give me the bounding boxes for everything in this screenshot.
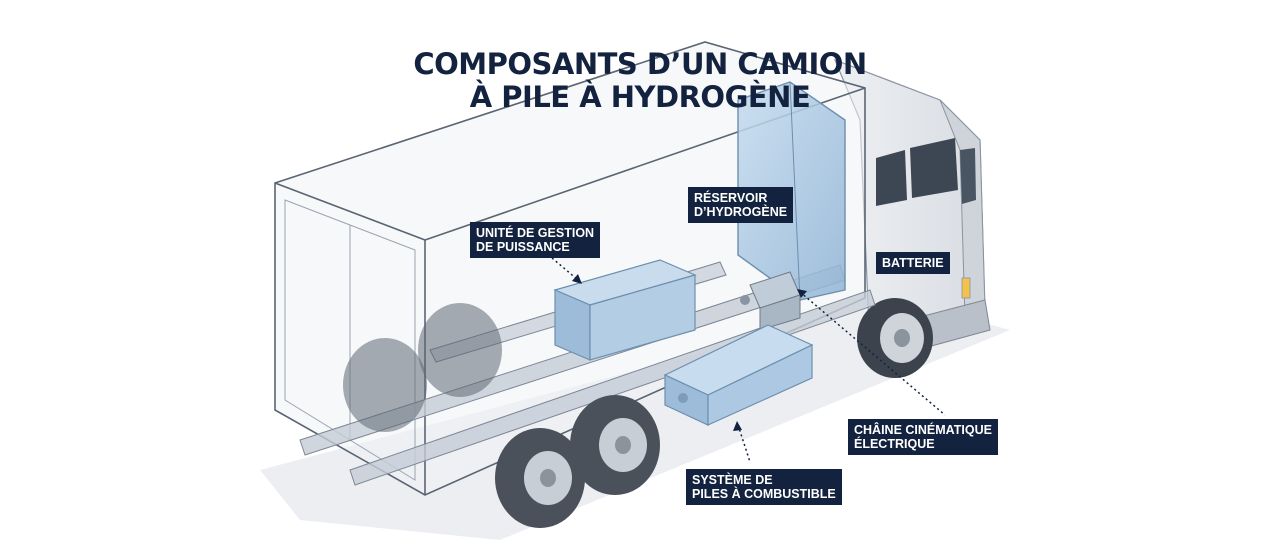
label-hydrogen-tank-line-1: RÉSERVOIR <box>694 191 768 205</box>
label-fuel-cell: SYSTÈME DE PILES À COMBUSTIBLE <box>686 469 842 505</box>
title-line-1: COMPOSANTS D’UN CAMION <box>413 47 867 81</box>
label-drivetrain-line-2: ÉLECTRIQUE <box>854 437 935 451</box>
fuel-cell-system <box>663 324 814 426</box>
label-battery-line-1: BATTERIE <box>882 256 944 270</box>
label-hydrogen-tank-line-2: D’HYDROGÈNE <box>694 205 788 219</box>
label-power-unit: UNITÉ DE GESTION DE PUISSANCE <box>470 222 601 258</box>
label-fuel-cell-line-1: SYSTÈME DE <box>692 473 773 487</box>
label-hydrogen-tank: RÉSERVOIR D’HYDROGÈNE <box>688 187 794 223</box>
title-line-2: À PILE À HYDROGÈNE <box>469 80 811 114</box>
rear-wheels <box>343 303 660 528</box>
label-power-unit-line-2: DE PUISSANCE <box>476 240 570 254</box>
battery-pack <box>740 271 801 331</box>
label-power-unit-line-1: UNITÉ DE GESTION <box>476 226 595 240</box>
label-drivetrain: CHÂINE CINÉMATIQUE ÉLECTRIQUE <box>848 419 998 455</box>
front-wheel <box>857 298 933 378</box>
label-fuel-cell-line-2: PILES À COMBUSTIBLE <box>692 487 836 501</box>
label-battery: BATTERIE <box>876 252 950 274</box>
leader-arrowheads <box>572 274 807 431</box>
label-drivetrain-line-1: CHÂINE CINÉMATIQUE <box>854 423 992 437</box>
power-management-unit <box>553 259 697 361</box>
diagram-title: COMPOSANTS D’UN CAMION À PILE À HYDROGÈN… <box>0 48 1280 114</box>
leader-lines <box>551 257 946 463</box>
